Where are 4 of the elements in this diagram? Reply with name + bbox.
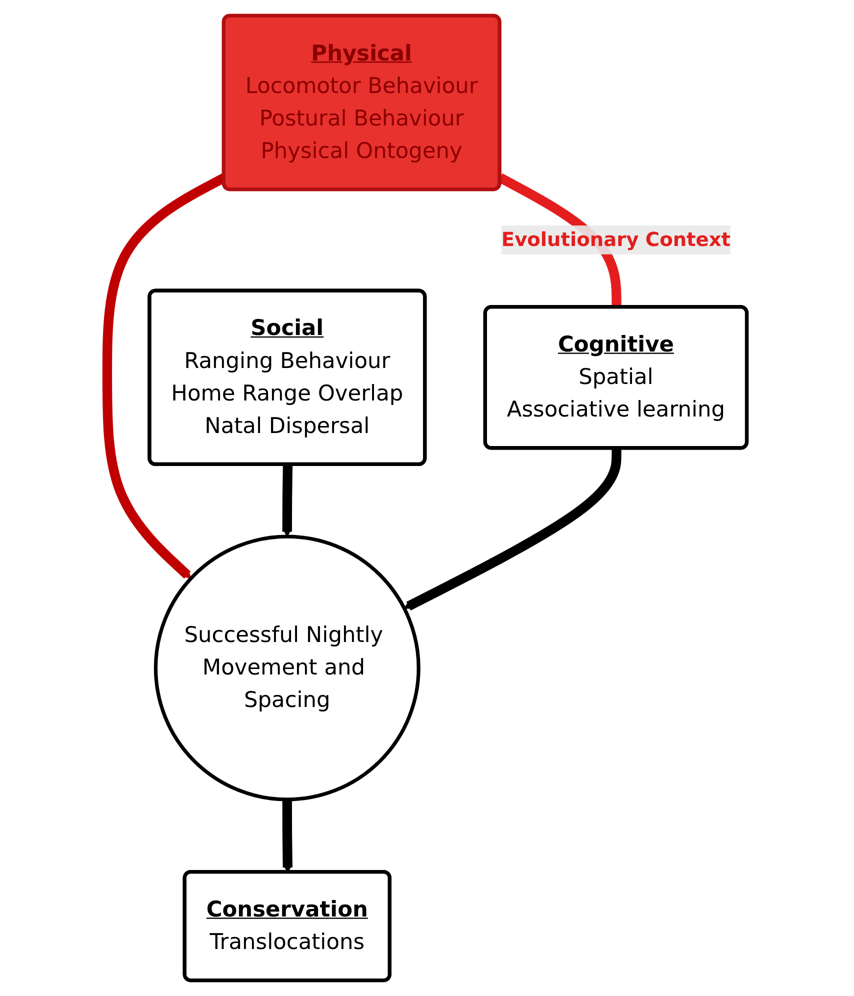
arrow (404, 448, 622, 610)
edge-label: Evolutionary Context (501, 228, 731, 251)
node-circle: Successful Nightly Movement and Spacing (154, 534, 420, 802)
arrow (282, 464, 293, 538)
